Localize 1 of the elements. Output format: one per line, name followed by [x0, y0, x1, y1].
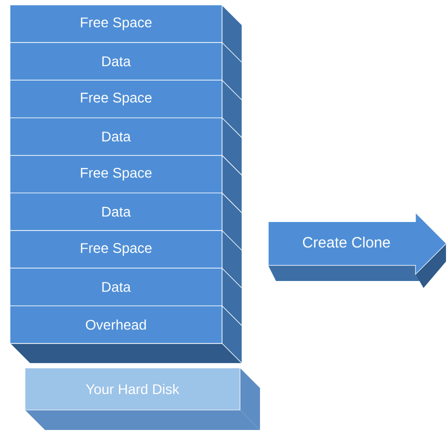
disk-base: Your Hard Disk: [24, 368, 260, 430]
